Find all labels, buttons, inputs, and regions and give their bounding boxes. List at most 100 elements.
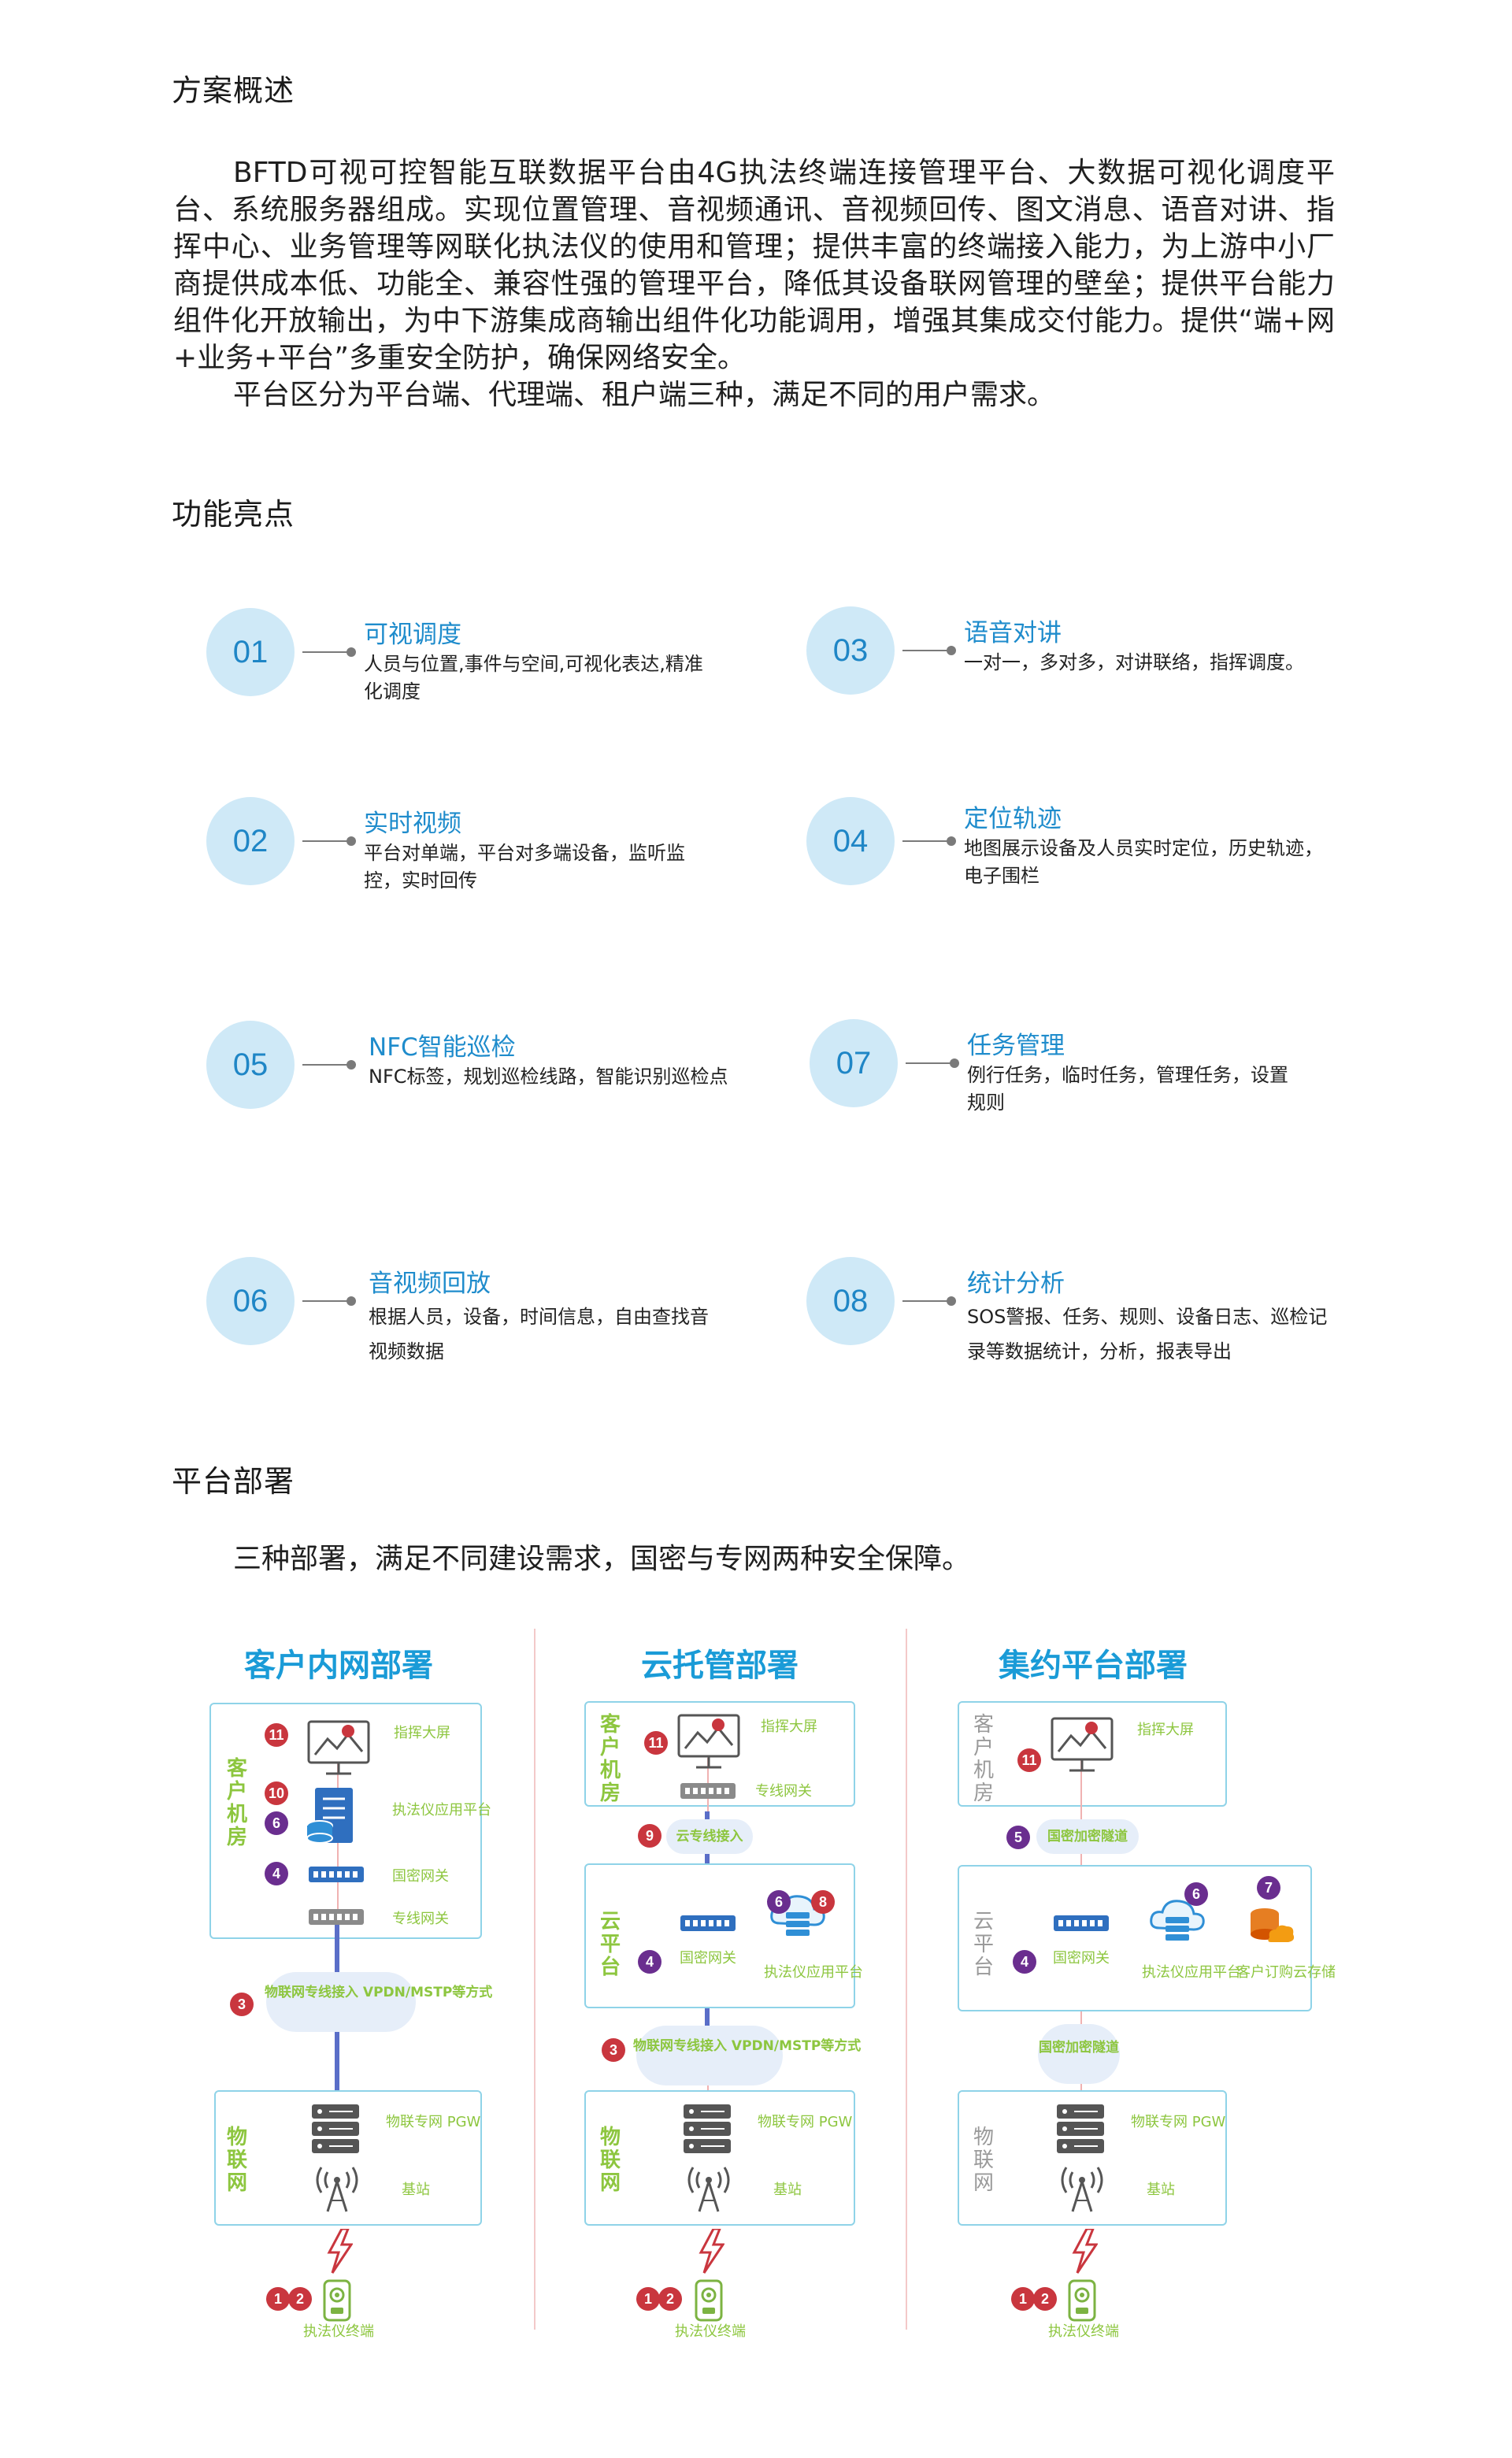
feature-title: 可视调度 — [364, 621, 461, 649]
feature-title: 任务管理 — [967, 1032, 1065, 1060]
col1-gm-label: 国密网关 — [392, 1868, 449, 1885]
col3-pgw-label: 物联专网 PGW — [1131, 2114, 1225, 2130]
col2-iot-label: 物联网 — [599, 2126, 621, 2195]
feature-number: 04 — [806, 797, 895, 885]
line-gateway-icon — [680, 1783, 736, 1799]
overview-paragraph-2: 平台区分为平台端、代理端、租户端三种，满足不同的用户需求。 — [233, 379, 1056, 411]
col1-terminal-label: 执法仪终端 — [303, 2323, 374, 2340]
app-server-icon — [306, 1788, 354, 1843]
col3-room-label: 客户机房 — [973, 1713, 994, 1805]
feature-title: 音视频回放 — [369, 1270, 491, 1298]
step-badge: 11 — [644, 1731, 668, 1755]
col1-room-label: 客户机房 — [226, 1757, 247, 1849]
step-badge: 3 — [230, 1993, 254, 2016]
step-badge: 1 — [636, 2287, 660, 2311]
column-divider — [534, 1629, 536, 2330]
wireless-bolt-icon — [328, 2229, 353, 2274]
gm-gateway-icon — [309, 1867, 364, 1882]
col3-iot-label: 物联网 — [973, 2126, 994, 2195]
col2-title: 云托管部署 — [641, 1648, 799, 1684]
step-badge: 2 — [288, 2287, 312, 2311]
screen-icon — [307, 1720, 370, 1775]
col2-link9-label: 云专线接入 — [676, 1829, 743, 1844]
col1-link-label: 物联网专线接入 VPDN/MSTP等方式 — [265, 1985, 493, 2000]
pgw-rack-icon — [1057, 2104, 1104, 2153]
step-badge: 2 — [1033, 2287, 1057, 2311]
col3-cloud-label: 云平台 — [973, 1910, 994, 1979]
terminal-icon — [695, 2279, 723, 2322]
col2-terminal-label: 执法仪终端 — [675, 2323, 746, 2340]
col3-screen-label: 指挥大屏 — [1137, 1722, 1194, 1738]
gm-gateway-icon — [680, 1915, 736, 1931]
step-badge: 3 — [602, 2038, 625, 2062]
col2-cloud-label: 云平台 — [599, 1910, 621, 1979]
screen-icon — [677, 1714, 740, 1769]
overview-body: BFTD可视可控智能互联数据平台由4G执法终端连接管理平台、大数据可视化调度平台… — [173, 154, 1335, 413]
terminal-icon — [1068, 2279, 1096, 2322]
feature-number: 07 — [810, 1019, 898, 1107]
deploy-subtitle: 三种部署，满足不同建设需求，国密与专网两种安全保障。 — [233, 1543, 971, 1575]
col3-link5-label: 国密加密隧道 — [1047, 1829, 1128, 1844]
feature-item: 03 语音对讲 一对一，多对多，对讲联络，指挥调度。 — [806, 606, 1405, 732]
deploy-title: 平台部署 — [172, 1464, 295, 1499]
feature-desc: 根据人员，设备，时间信息，自由查找音视频数据 — [369, 1306, 709, 1362]
feature-desc: 平台对单端，平台对多端设备，监听监控，实时回传 — [364, 842, 685, 892]
terminal-icon — [323, 2279, 351, 2322]
step-badge: 9 — [638, 1824, 662, 1848]
col3-link-label: 国密加密隧道 — [1039, 2040, 1119, 2056]
feature-item: 01 可视调度 人员与位置,事件与空间,可视化表达,精准化调度 — [206, 608, 805, 734]
feature-number: 01 — [206, 608, 295, 696]
col1-iot-label: 物联网 — [226, 2126, 247, 2195]
step-badge: 1 — [266, 2287, 290, 2311]
feature-number: 08 — [806, 1257, 895, 1345]
step-badge: 4 — [638, 1950, 662, 1974]
feature-number: 03 — [806, 606, 895, 695]
col3-gm-label: 国密网关 — [1053, 1950, 1110, 1967]
col3-terminal-label: 执法仪终端 — [1048, 2323, 1119, 2340]
step-badge: 1 — [1011, 2287, 1035, 2311]
feature-item: 04 定位轨迹 地图展示设备及人员实时定位，历史轨迹，电子围栏 — [806, 797, 1405, 923]
col2-app-label: 执法仪应用平台 — [764, 1964, 863, 1981]
feature-desc: NFC标签，规划巡检线路，智能识别巡检点 — [369, 1066, 728, 1088]
step-badge: 6 — [265, 1811, 288, 1835]
gm-gateway-icon — [1054, 1915, 1109, 1931]
features-title: 功能亮点 — [172, 497, 295, 532]
col2-pgw-label: 物联专网 PGW — [758, 2114, 852, 2130]
feature-title: 统计分析 — [967, 1270, 1065, 1298]
wireless-bolt-icon — [699, 2229, 724, 2274]
feature-title: NFC智能巡检 — [369, 1033, 516, 1062]
col2-bs-label: 基站 — [773, 2182, 802, 2198]
feature-title: 实时视频 — [364, 810, 461, 838]
step-badge: 11 — [265, 1723, 288, 1747]
step-badge: 4 — [1013, 1950, 1036, 1974]
base-station-icon — [687, 2166, 730, 2213]
feature-desc: 一对一，多对多，对讲联络，指挥调度。 — [964, 651, 1304, 673]
feature-desc: 人员与位置,事件与空间,可视化表达,精准化调度 — [364, 653, 703, 703]
feature-number: 06 — [206, 1257, 295, 1345]
feature-item: 07 任务管理 例行任务，临时任务，管理任务，设置规则 — [810, 1019, 1408, 1145]
col1-title: 客户内网部署 — [244, 1648, 433, 1684]
col3-bs-label: 基站 — [1147, 2182, 1175, 2198]
col3-cloud-box — [958, 1865, 1312, 2011]
col1-app-label: 执法仪应用平台 — [392, 1802, 491, 1818]
col1-pgw-label: 物联专网 PGW — [386, 2114, 480, 2130]
step-badge: 10 — [265, 1781, 288, 1805]
feature-number: 02 — [206, 797, 295, 885]
step-badge: 6 — [767, 1890, 791, 1914]
col1-screen-label: 指挥大屏 — [394, 1725, 450, 1741]
step-badge: 6 — [1184, 1882, 1208, 1906]
feature-number: 05 — [206, 1021, 295, 1109]
step-badge: 2 — [658, 2287, 682, 2311]
cloud-storage-icon — [1251, 1908, 1295, 1942]
feature-item: 06 音视频回放 根据人员，设备，时间信息，自由查找音视频数据 — [206, 1257, 805, 1383]
step-badge: 7 — [1257, 1876, 1280, 1900]
feature-item: 05 NFC智能巡检 NFC标签，规划巡检线路，智能识别巡检点 — [206, 1021, 805, 1147]
base-station-icon — [1061, 2166, 1103, 2213]
step-badge: 11 — [1017, 1748, 1041, 1772]
col2-zx-label: 专线网关 — [755, 1783, 812, 1800]
pgw-rack-icon — [312, 2104, 359, 2153]
column-divider — [906, 1629, 907, 2330]
wireless-bolt-icon — [1073, 2229, 1098, 2274]
col2-cloud-box — [584, 1863, 855, 2008]
step-badge: 4 — [265, 1862, 288, 1885]
